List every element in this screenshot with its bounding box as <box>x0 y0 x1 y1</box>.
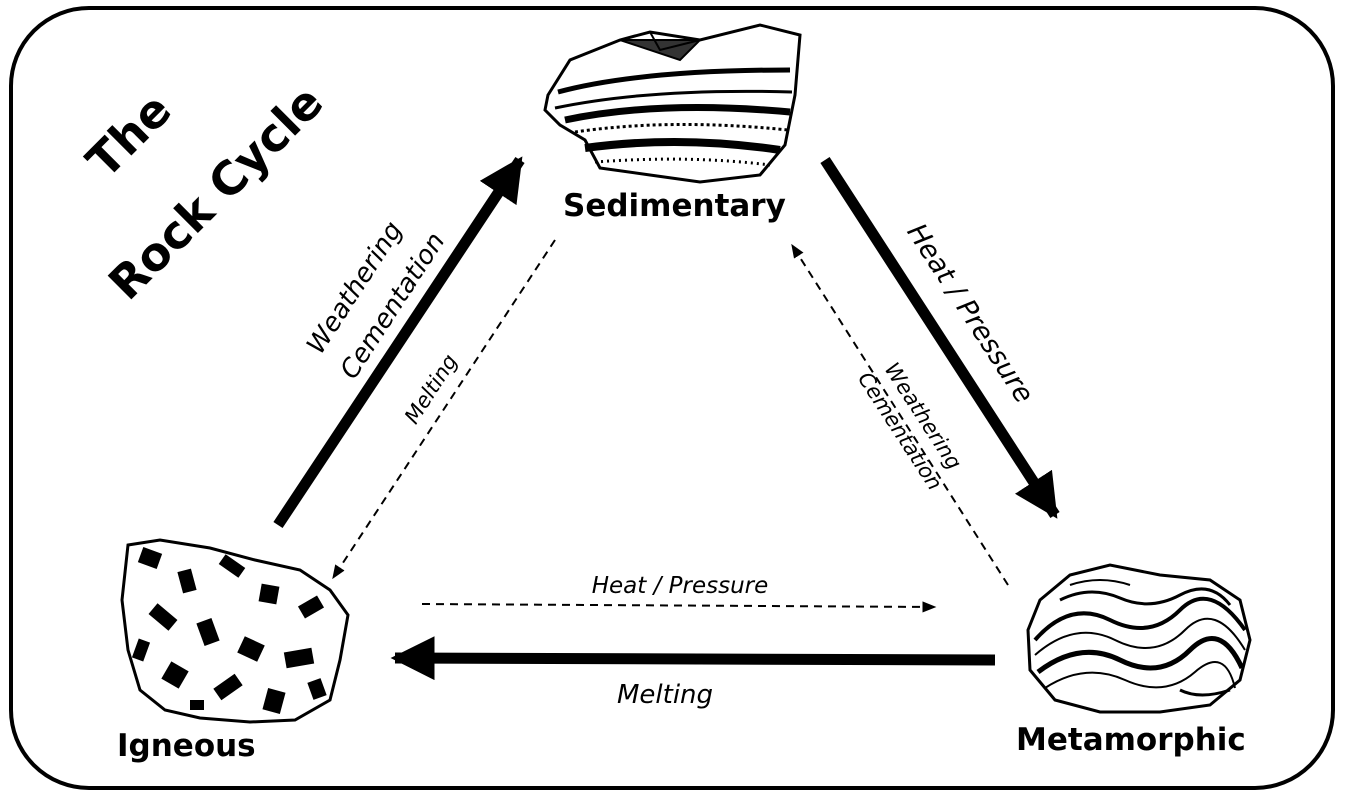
arrow-igneous-to-sedimentary <box>273 156 525 529</box>
arrow-sedimentary-to-igneous <box>332 239 556 580</box>
arrow-igneous-to-metamorphic <box>421 601 937 613</box>
igneous-rock-image <box>120 538 350 724</box>
label-sedimentary: Sedimentary <box>563 188 786 224</box>
process-melting-metamorphic-igneous: Melting <box>616 680 714 710</box>
label-igneous: Igneous <box>117 728 256 764</box>
arrow-metamorphic-to-sedimentary <box>791 243 1009 586</box>
label-metamorphic: Metamorphic <box>1016 722 1246 758</box>
metamorphic-rock-image <box>1026 563 1252 714</box>
arrow-metamorphic-to-igneous <box>390 636 996 681</box>
process-heat-pressure-igneous-metamorphic: Heat / Pressure <box>591 573 769 599</box>
sedimentary-rock-image <box>543 23 802 184</box>
arrow-sedimentary-to-metamorphic <box>820 157 1060 519</box>
